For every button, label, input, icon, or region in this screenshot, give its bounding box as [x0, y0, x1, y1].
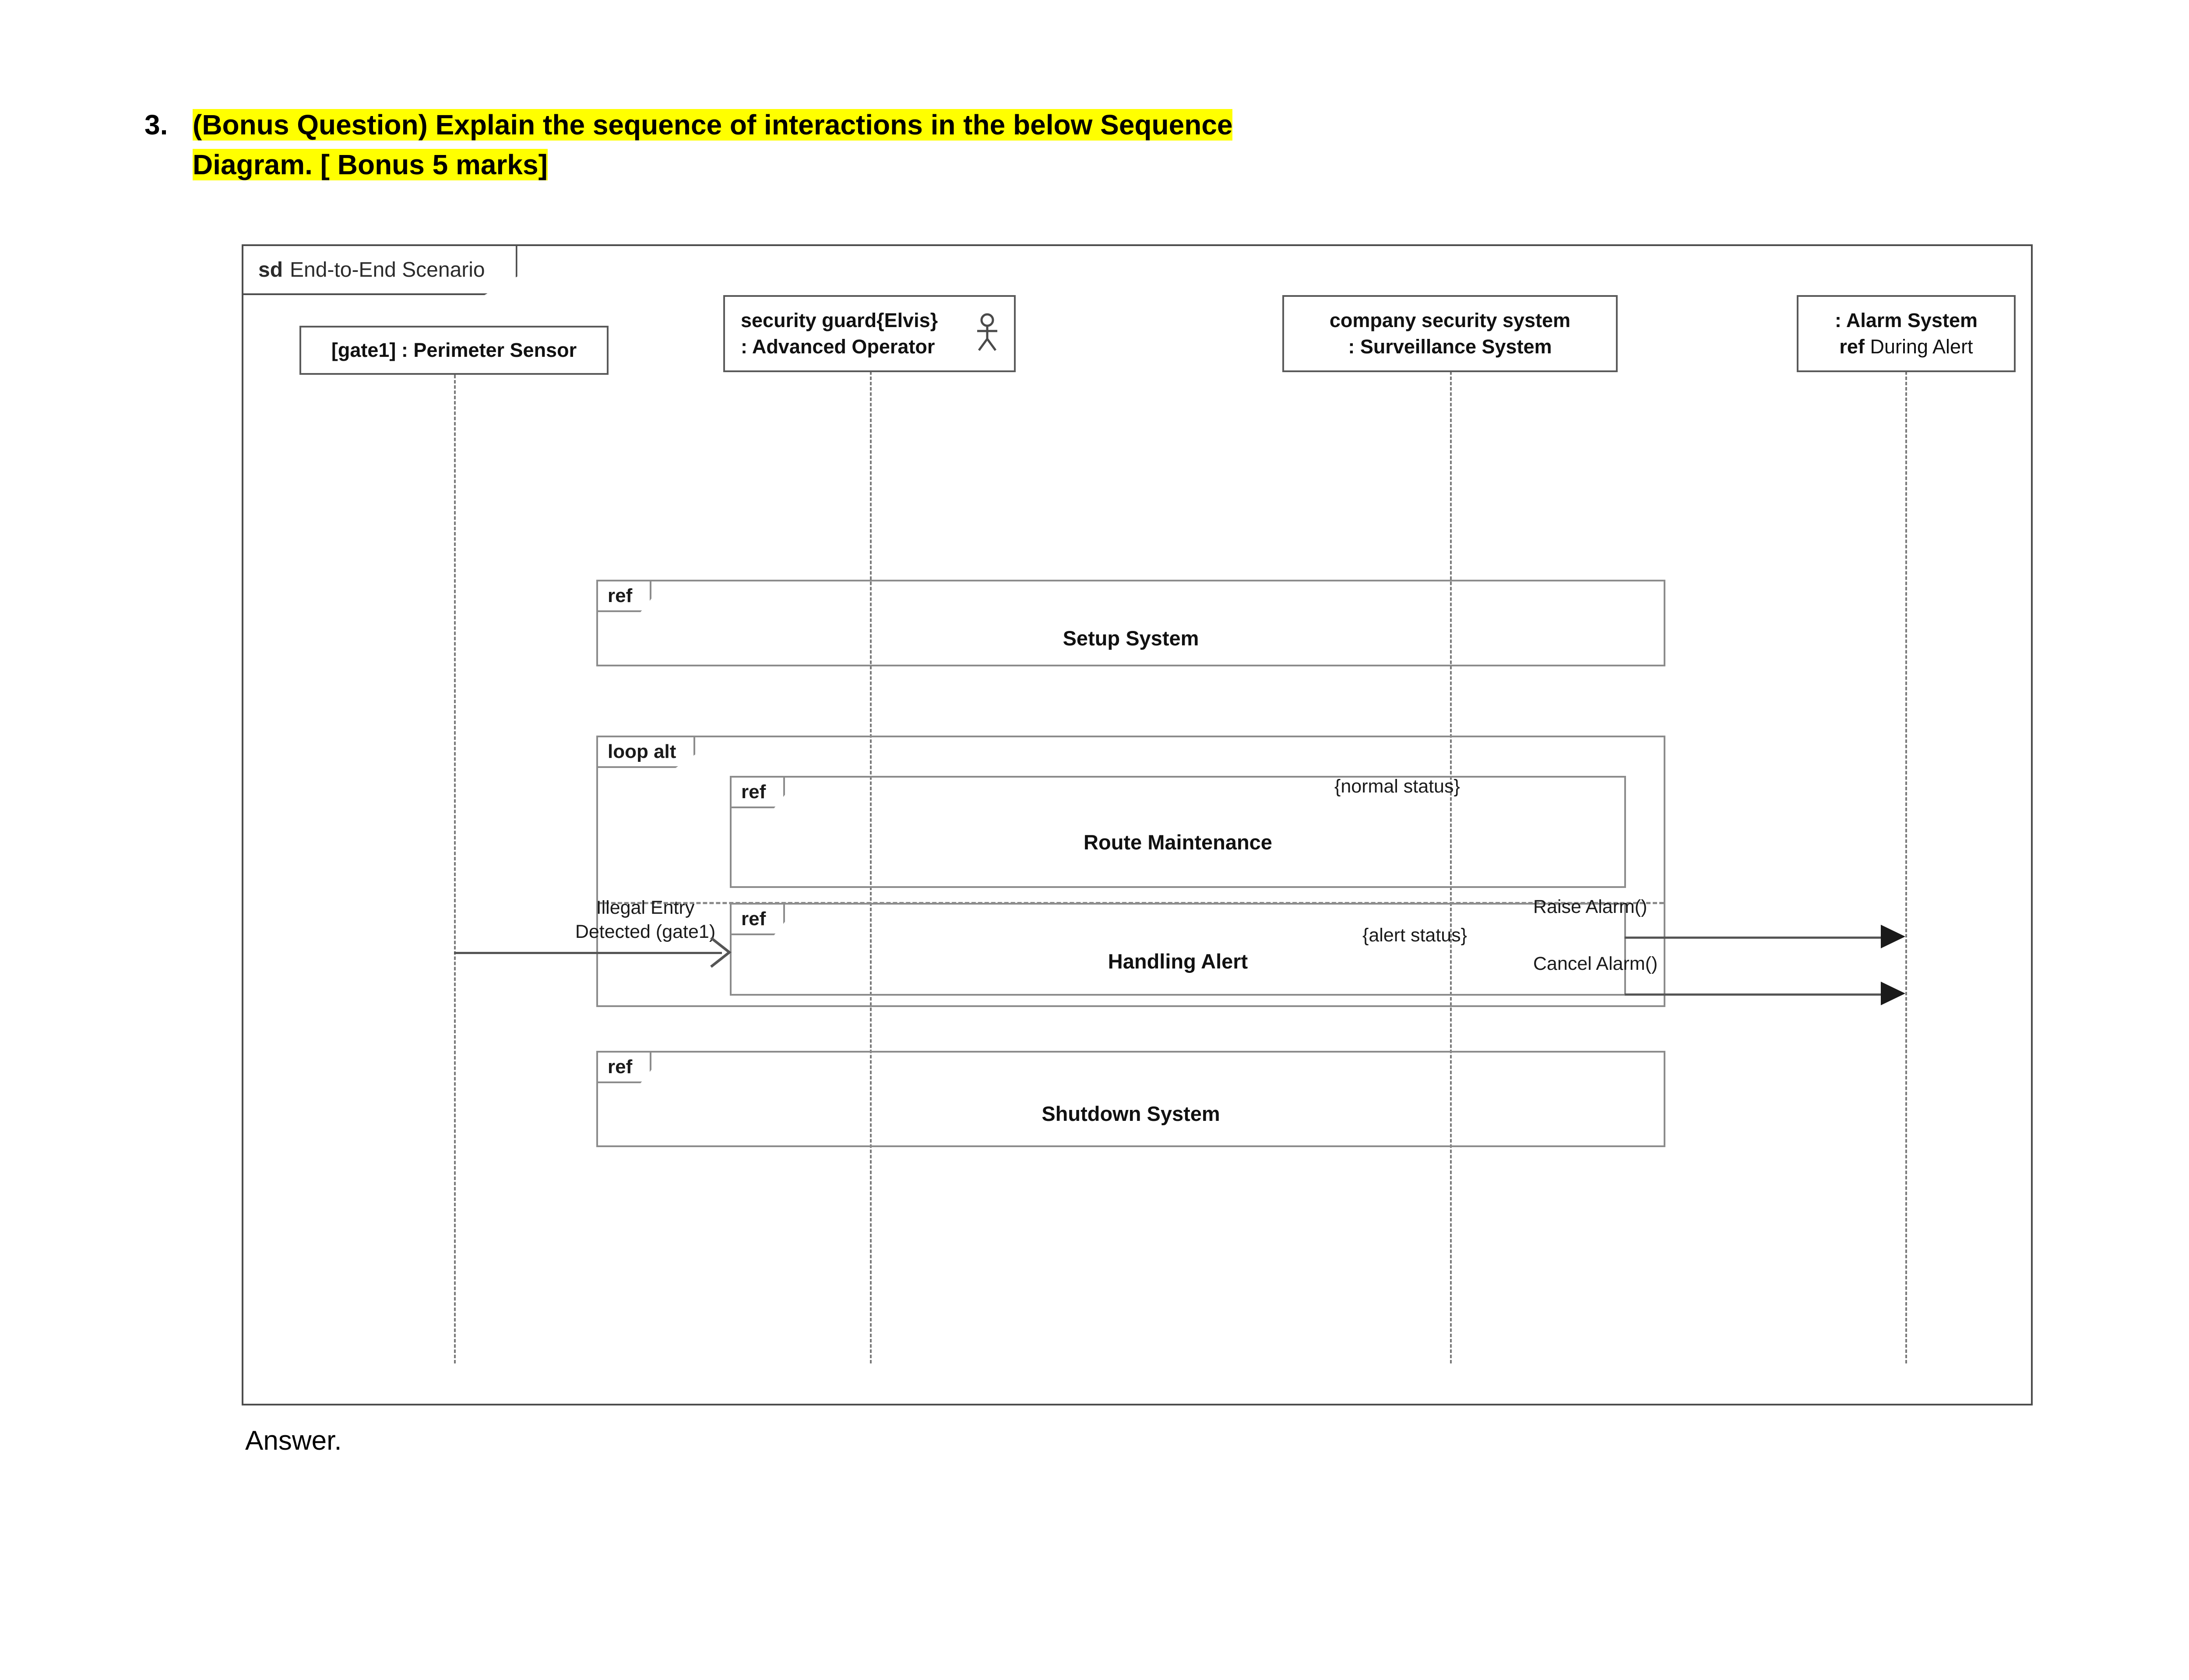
lifeline-security-guard — [870, 371, 872, 1363]
question-number: 3. — [144, 109, 168, 141]
fragment-handling-alert[interactable]: ref Handling Alert — [730, 903, 1626, 996]
company-security-line2: : Surveillance System — [1348, 335, 1552, 358]
fragment-tag-handling-alert: ref — [730, 903, 785, 935]
fragment-tag-loop-alt: loop alt — [596, 736, 696, 768]
arrowhead-filled-raise-alarm — [1879, 922, 1907, 953]
alarm-system-line1: : Alarm System — [1835, 309, 1978, 331]
security-guard-line2: : Advanced Operator — [741, 335, 935, 358]
fragment-title-setup-system: Setup System — [1063, 627, 1199, 650]
sd-frame-name: End-to-End Scenario — [290, 258, 485, 282]
message-label-illegal-entry: Illegal Entry Detected (gate1) — [575, 897, 716, 943]
arrowhead-open-illegal-entry — [708, 935, 733, 972]
fragment-tag-route-maintenance: ref — [730, 776, 785, 808]
message-line-cancel-alarm — [1625, 993, 1896, 996]
question-text-line-1: (Bonus Question) Explain the sequence of… — [193, 105, 1233, 145]
company-security-line1: company security system — [1329, 309, 1571, 331]
fragment-shutdown-system[interactable]: ref Shutdown System — [596, 1051, 1665, 1147]
message-line-raise-alarm — [1625, 937, 1896, 939]
alarm-system-ref-kw: ref — [1839, 335, 1865, 358]
question-line-1: 3. (Bonus Question) Explain the sequence… — [144, 105, 2115, 145]
fragment-title-route-maintenance: Route Maintenance — [1084, 831, 1272, 854]
lifeline-label-company-security-system: company security system : Surveillance Sy… — [1330, 307, 1570, 360]
lifeline-head-alarm-system[interactable]: : Alarm System ref During Alert — [1797, 295, 2016, 372]
lifeline-label-security-guard: security guard{Elvis} : Advanced Operator — [741, 307, 938, 360]
fragment-setup-system[interactable]: ref Setup System — [596, 580, 1665, 666]
lifeline-head-perimeter-sensor[interactable]: [gate1] : Perimeter Sensor — [299, 326, 609, 375]
guard-normal-status: {normal status} — [1334, 776, 1460, 797]
sd-frame-label: sd End-to-End Scenario — [243, 246, 517, 295]
question-text-line-2: Diagram. [ Bonus 5 marks] — [193, 145, 548, 185]
question-line-2: Diagram. [ Bonus 5 marks] — [144, 145, 2115, 185]
lifeline-perimeter-sensor — [454, 375, 456, 1363]
actor-icon — [974, 313, 1001, 355]
message-line-illegal-entry — [454, 952, 722, 954]
sequence-diagram-frame: sd End-to-End Scenario [gate1] : Perimete… — [242, 244, 2033, 1405]
answer-label: Answer. — [245, 1426, 342, 1456]
lifeline-company-security-system — [1450, 371, 1452, 1363]
arrowhead-filled-cancel-alarm — [1879, 979, 1907, 1010]
lifeline-label-perimeter-sensor: [gate1] : Perimeter Sensor — [331, 338, 577, 361]
question-highlight-1: (Bonus Question) Explain the sequence of… — [193, 109, 1233, 141]
fragment-title-shutdown-system: Shutdown System — [1042, 1102, 1220, 1125]
lifeline-head-security-guard[interactable]: security guard{Elvis} : Advanced Operator — [723, 295, 1016, 372]
sd-keyword: sd — [258, 258, 283, 282]
fragment-title-handling-alert: Handling Alert — [1108, 950, 1248, 973]
fragment-route-maintenance[interactable]: ref Route Maintenance — [730, 776, 1626, 888]
message-label-cancel-alarm: Cancel Alarm() — [1533, 953, 1658, 974]
message-label-raise-alarm: Raise Alarm() — [1533, 896, 1647, 917]
lifeline-label-alarm-system: : Alarm System ref During Alert — [1835, 307, 1978, 360]
security-guard-line1: security guard{Elvis} — [741, 309, 938, 331]
guard-alert-status: {alert status} — [1362, 925, 1468, 946]
lifeline-head-company-security-system[interactable]: company security system : Surveillance Sy… — [1282, 295, 1618, 372]
fragment-tag-shutdown-system: ref — [596, 1051, 652, 1083]
question-highlight-2: Diagram. [ Bonus 5 marks] — [193, 148, 548, 180]
fragment-tag-setup-system: ref — [596, 580, 652, 612]
lifeline-alarm-system — [1905, 371, 1907, 1363]
alarm-system-ref-name: During Alert — [1864, 335, 1973, 358]
question-block: 3. (Bonus Question) Explain the sequence… — [144, 105, 2115, 185]
